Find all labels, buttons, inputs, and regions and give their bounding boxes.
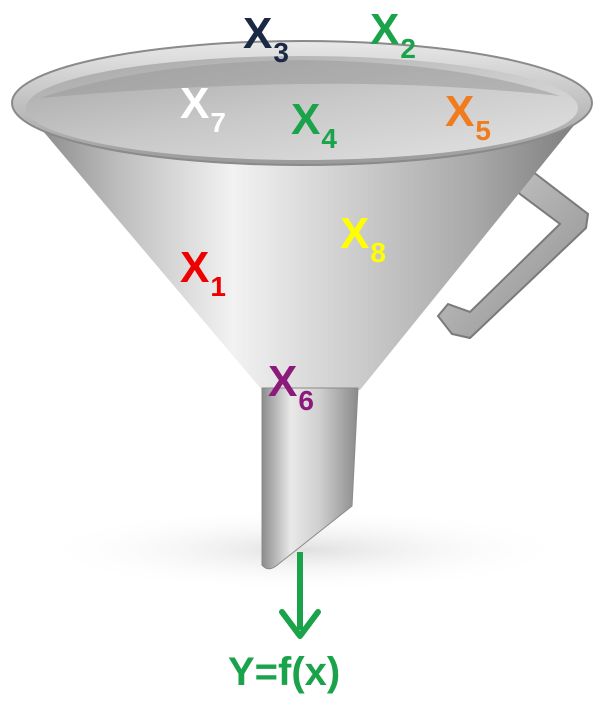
variable-subscript: 3 <box>273 37 289 68</box>
variable-x5: X5 <box>445 87 491 145</box>
variable-letter: X <box>180 79 210 128</box>
variable-subscript: 1 <box>210 271 226 302</box>
variable-letter: X <box>243 9 273 58</box>
output-label: Y=f(x) <box>228 650 341 694</box>
variable-letter: X <box>268 357 298 406</box>
variable-x8: X8 <box>340 209 386 267</box>
variable-subscript: 4 <box>321 123 337 154</box>
variable-letter: X <box>291 95 321 144</box>
variable-x4: X4 <box>291 95 337 153</box>
variable-subscript: 5 <box>475 115 491 146</box>
variable-subscript: 2 <box>400 33 416 64</box>
variable-letter: X <box>340 209 370 258</box>
variable-x2: X2 <box>370 5 416 63</box>
variable-x1: X1 <box>180 243 226 301</box>
variable-subscript: 7 <box>210 107 226 138</box>
variable-letter: X <box>370 5 400 54</box>
variable-letter: X <box>445 87 475 136</box>
variable-x3: X3 <box>243 9 289 67</box>
variable-letter: X <box>180 243 210 292</box>
variable-subscript: 6 <box>298 385 314 416</box>
variable-subscript: 8 <box>370 237 386 268</box>
variable-x6: X6 <box>268 357 314 415</box>
variable-x7: X7 <box>180 79 226 137</box>
